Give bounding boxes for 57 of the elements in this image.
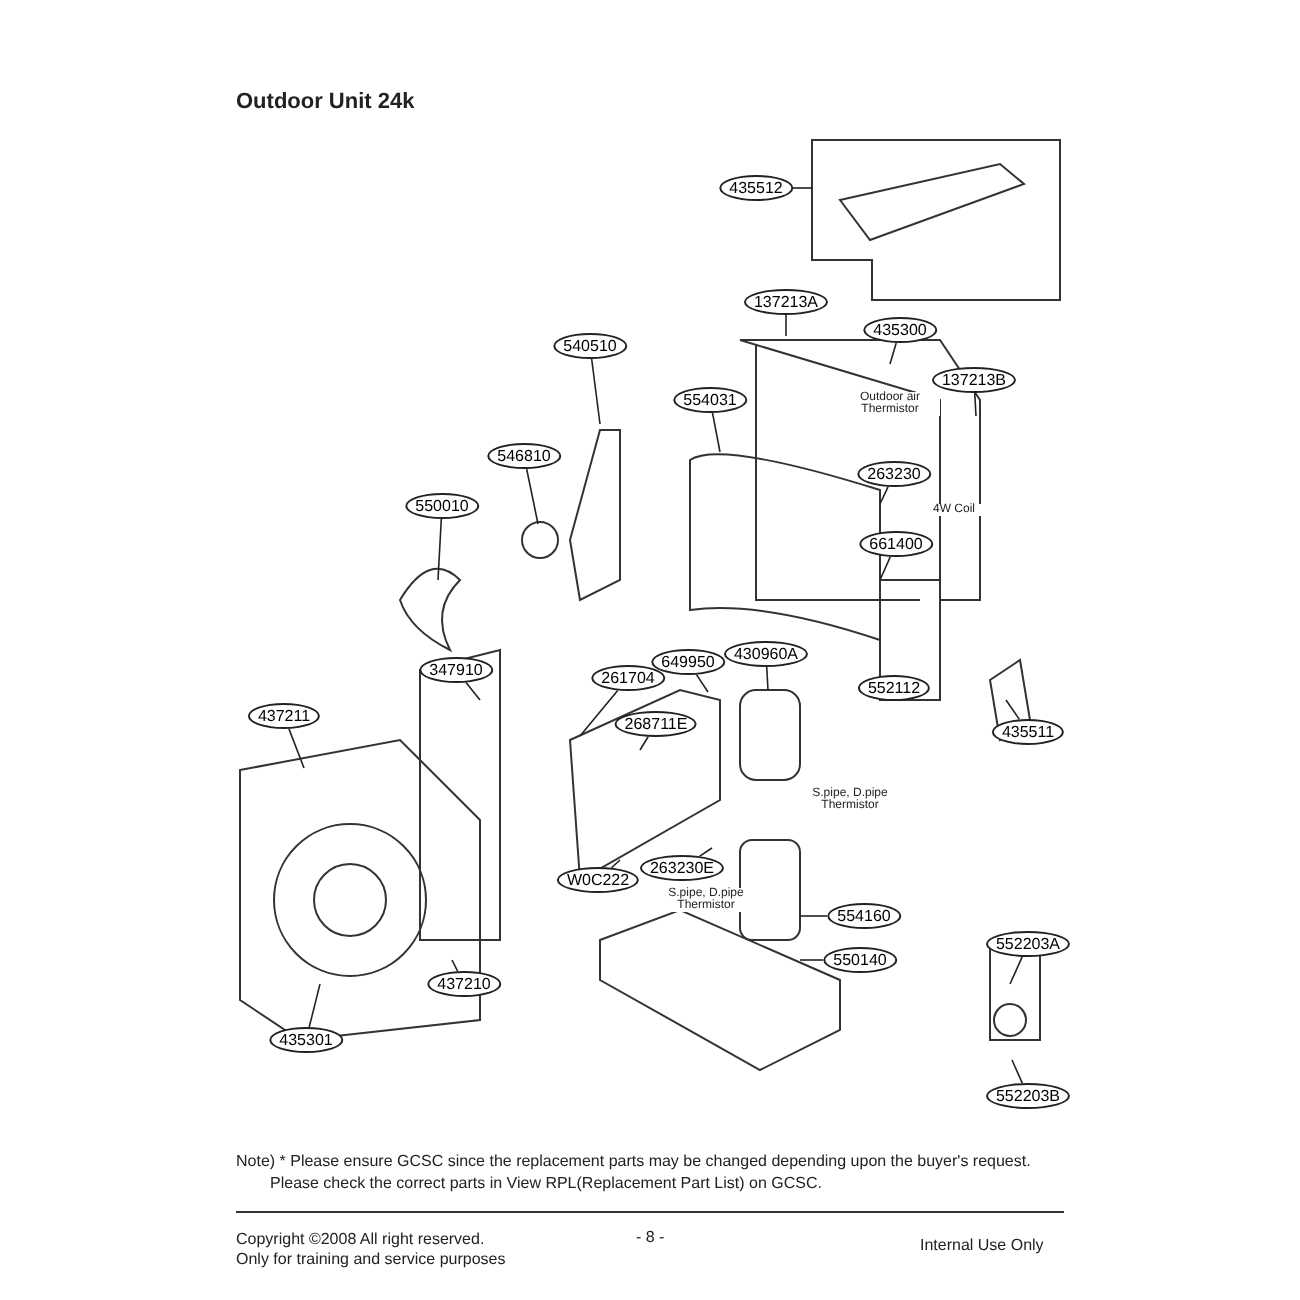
leader-line: [1011, 1059, 1024, 1084]
leader-line: [579, 689, 619, 737]
callout-number: 550010: [405, 493, 479, 519]
footer-note: Only for training and service purposes: [236, 1250, 506, 1268]
leader-line: [879, 556, 892, 581]
callout-number: 435512: [719, 175, 793, 201]
leader-line: [765, 666, 769, 691]
leader-line: [799, 959, 824, 961]
callout-number: 554160: [827, 903, 901, 929]
callout-number: 437211: [247, 703, 321, 729]
leader-line: [525, 468, 539, 525]
leader-line: [695, 673, 709, 693]
footer-note: Internal Use Only: [920, 1236, 1044, 1254]
leader-line: [451, 959, 459, 972]
callout-number: W0C222: [556, 867, 640, 893]
note: Please check the correct parts in View RPL(Replacement Part List) on GCSC.: [270, 1174, 822, 1192]
leader-line: [590, 358, 601, 425]
leader-line: [465, 681, 481, 701]
callout-number: 540510: [553, 333, 627, 359]
callout-number: 430960A: [723, 641, 809, 667]
page-number: - 8 -: [636, 1228, 665, 1246]
callout-number: 435300: [863, 317, 937, 343]
callout-number: 649950: [651, 649, 725, 675]
callout-number: 137213B: [931, 367, 1017, 393]
leader-line: [799, 915, 828, 917]
callout-number: 437210: [427, 971, 501, 997]
note: Note) * Please ensure GCSC since the replacement parts may be changed depending upon the buyer's request.: [236, 1152, 1031, 1170]
leader-line: [698, 847, 713, 857]
leader-line: [288, 728, 305, 769]
callout-number: 550140: [823, 947, 897, 973]
leader-line: [1005, 699, 1021, 721]
callout-number: 261704: [591, 665, 665, 691]
title: Outdoor Unit 24k: [236, 90, 415, 114]
copyright: Copyright ©2008 All right reserved.: [236, 1230, 485, 1248]
callout-number: 263230: [857, 461, 931, 487]
callout-number: 347910: [419, 657, 493, 683]
callout-number: 552203A: [985, 931, 1071, 957]
callout-number: 552203B: [985, 1083, 1071, 1109]
callout-number: 546810: [487, 443, 561, 469]
callout-number: 263230E: [639, 855, 725, 881]
callout-number: 137213A: [743, 289, 829, 315]
callout-number: 554031: [673, 387, 747, 413]
callout-number: 268711E: [614, 711, 698, 737]
leader-line: [889, 342, 897, 365]
leader-line: [973, 392, 977, 417]
leader-line: [639, 735, 649, 751]
callout-number: 435511: [991, 719, 1065, 745]
leader-line: [711, 412, 721, 453]
leader-line: [437, 518, 443, 581]
leader-line: [785, 314, 787, 337]
callout-number: 435301: [269, 1027, 343, 1053]
callout-number: 661400: [859, 531, 933, 557]
leader-line: [308, 983, 321, 1028]
callout-number: 552112: [857, 675, 931, 701]
leader-line: [879, 486, 889, 505]
leader-line: [792, 187, 813, 189]
leader-line: [1009, 956, 1023, 985]
